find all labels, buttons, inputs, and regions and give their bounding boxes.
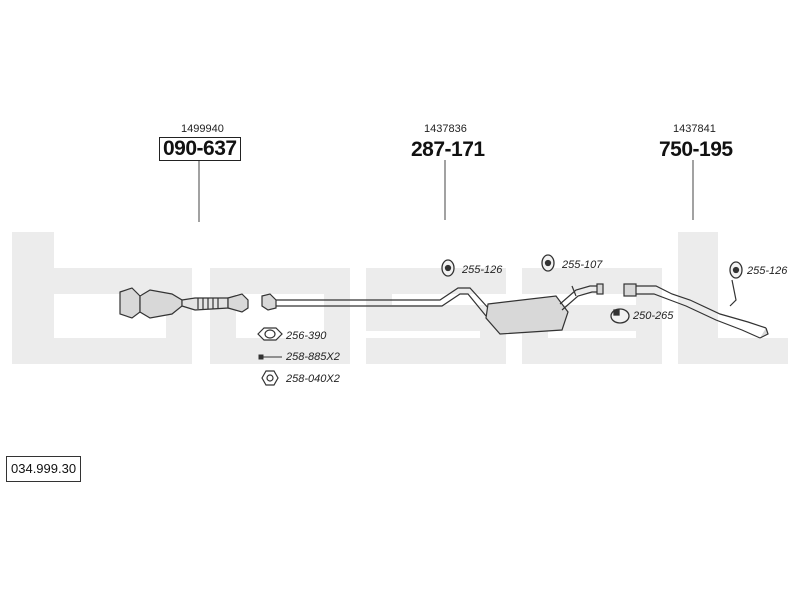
- rear-tailpipe: [623, 279, 769, 339]
- part-label-clamp-front: 255-126: [462, 264, 503, 276]
- leader-lines: [198, 160, 694, 222]
- ref-small-middle: 1437836: [424, 123, 467, 135]
- diagram-code-label: 034.999.30: [6, 456, 82, 482]
- part-label-clamp-rear: 255-126: [747, 265, 788, 277]
- part-label-clamp-joint: 250-265: [633, 310, 674, 322]
- ref-small-rear: 1437841: [673, 123, 716, 135]
- clamp-icon-middle: [541, 254, 555, 272]
- joint-clamp-icon: [610, 308, 630, 324]
- part-label-nut: 258-040X2: [286, 373, 340, 385]
- ref-big-front: 090-637: [159, 137, 241, 161]
- clamp-icon-front: [441, 259, 455, 277]
- nut-icon: [261, 370, 279, 386]
- watermark-logo: [12, 232, 788, 364]
- middle-pipe-silencer: [261, 283, 604, 335]
- part-label-gasket: 256-390: [286, 330, 327, 342]
- bolt-icon: [258, 354, 282, 360]
- ref-big-middle: 287-171: [411, 138, 485, 161]
- ref-small-front: 1499940: [181, 123, 224, 135]
- gasket-icon: [257, 327, 283, 341]
- part-label-bolt: 258-885X2: [286, 351, 340, 363]
- front-pipe-catalyst: [119, 287, 249, 319]
- clamp-icon-rear: [729, 261, 743, 279]
- part-label-clamp-middle: 255-107: [562, 259, 603, 271]
- ref-big-rear: 750-195: [659, 138, 733, 161]
